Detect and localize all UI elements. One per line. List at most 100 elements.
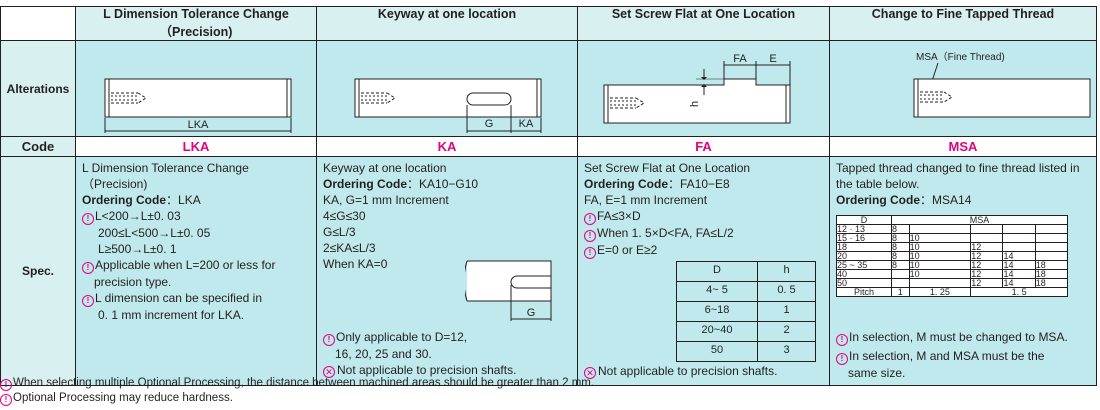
- ka-g-range: 4≤G≤30: [323, 209, 366, 223]
- alteration-lka: LKA: [75, 40, 317, 137]
- msa-ordering-code-label: Ordering Code: [836, 193, 921, 207]
- lka-rule-3: L≥500→L±0. 1: [98, 242, 177, 256]
- msa-cell: [891, 269, 910, 279]
- fa-ordering-code-value: ：FA10−E8: [668, 177, 730, 191]
- code-msa: MSA: [829, 136, 1097, 157]
- alteration-fa: FA E h: [577, 40, 830, 137]
- code-fa: FA: [577, 136, 830, 157]
- note-icon: !: [82, 295, 94, 307]
- header-msa: Change to Fine Tapped Thread: [829, 6, 1097, 41]
- lka-precision: （Precision): [82, 177, 148, 191]
- ka-ka-range: 2≤KA≤L/3: [323, 241, 376, 255]
- note-icon: !: [0, 394, 12, 406]
- header-lka: L Dimension Tolerance Change（Precision): [75, 6, 317, 41]
- ka-ka-label: KA: [519, 118, 534, 130]
- note-icon: !: [323, 334, 335, 346]
- fa-table-cell: 50: [676, 341, 758, 362]
- alteration-ka: G KA: [316, 40, 578, 137]
- footnote-1-text: When selecting multiple Optional Process…: [13, 377, 595, 389]
- note-icon: !: [584, 213, 596, 225]
- ka-ordering-code-value: ：KA10−G10: [407, 177, 479, 191]
- msa-note-2a: In selection, M and MSA must be the: [849, 349, 1045, 363]
- msa-desc-2: the table below.: [836, 177, 920, 191]
- ka-g-label: G: [485, 118, 494, 130]
- msa-cell: 12: [970, 278, 1004, 288]
- msa-pitch-cell: 1: [891, 287, 910, 297]
- msa-cell: [1034, 224, 1069, 234]
- msa-desc-1: Tapped thread changed to fine thread lis…: [836, 161, 1080, 175]
- lka-rule-1: L<200→L±0. 03: [95, 209, 181, 223]
- ka-title: Keyway at one location: [323, 161, 447, 175]
- fa-table-cell: 3: [757, 341, 816, 362]
- note-icon: !: [584, 247, 596, 259]
- ka-g-limit: G≤L/3: [323, 225, 356, 239]
- fa-e-label: E: [769, 53, 776, 65]
- lka-note-1a: Applicable when L=200 or less for: [95, 258, 276, 272]
- fa-note-1: FA≤3×D: [597, 209, 641, 223]
- table-row-pitch: Pitch 1 1. 25 1. 5: [836, 287, 1068, 297]
- fa-table-cell: 0. 5: [757, 281, 816, 302]
- msa-cell: [970, 224, 1004, 234]
- msa-ordering-code-value: ：MSA14: [920, 193, 972, 207]
- ka-zero-diagram: G: [465, 260, 552, 321]
- fa-ordering-code-label: Ordering Code: [584, 177, 669, 191]
- spec-fa: Set Screw Flat at One Location Ordering …: [577, 156, 830, 386]
- ka-ordering-code-label: Ordering Code: [323, 177, 408, 191]
- msa-cell: [1034, 242, 1069, 252]
- ka-increment: KA, G=1 mm Increment: [323, 193, 449, 207]
- msa-shaft-diagram: MSA（Fine Thread): [913, 51, 1091, 118]
- msa-cell: 10: [908, 269, 972, 279]
- prohibited-icon: ✕: [584, 367, 596, 379]
- fa-table-cell: 4~ 5: [676, 281, 758, 302]
- msa-cell: [1002, 233, 1036, 243]
- note-icon: !: [584, 230, 596, 242]
- fa-table-head-d: D: [676, 261, 758, 282]
- msa-cell: 15 · 16: [836, 233, 892, 243]
- lka-note-1b: precision type.: [94, 275, 172, 289]
- ka-zero-g-label: G: [527, 307, 536, 319]
- lka-ordering-code-value: ：LKA: [166, 193, 201, 207]
- lka-note-2b: 0. 1 mm increment for LKA.: [98, 308, 245, 322]
- fa-note-2: When 1. 5×D<FA, FA≤L/2: [597, 226, 734, 240]
- ka-note-1a: Only applicable to D=12,: [336, 330, 468, 344]
- msa-head-msa: MSA: [891, 215, 1068, 225]
- code-lka: LKA: [75, 136, 317, 157]
- fa-note-3: E=0 or E≥2: [597, 243, 658, 257]
- header-blank: [0, 6, 76, 41]
- note-icon: !: [836, 334, 848, 346]
- lka-shaft-diagram: LKA: [104, 78, 292, 133]
- fa-title: Set Screw Flat at One Location: [584, 161, 751, 175]
- msa-pitch-cell: 1. 5: [970, 287, 1068, 297]
- footnote-2: !Optional Processing may reduce hardness…: [0, 391, 233, 406]
- msa-cell: 8: [891, 260, 910, 270]
- prohibited-icon: ✕: [323, 366, 335, 378]
- note-icon: !: [82, 213, 94, 225]
- row-label-code: Code: [0, 136, 76, 157]
- msa-fine-thread-label: MSA（Fine Thread): [916, 51, 1005, 63]
- footnote-2-text: Optional Processing may reduce hardness.: [13, 392, 233, 404]
- alteration-msa: MSA（Fine Thread): [829, 40, 1097, 137]
- fa-table-cell: 6~18: [676, 301, 758, 322]
- row-label-spec: Spec.: [0, 156, 76, 386]
- row-label-alterations: Alterations: [0, 40, 76, 137]
- spec-ka: Keyway at one location Ordering Code：KA1…: [316, 156, 578, 386]
- fa-h-label: h: [689, 101, 701, 107]
- header-ka: Keyway at one location: [316, 6, 578, 41]
- fa-table-cell: 1: [757, 301, 816, 322]
- msa-note-2b: same size.: [848, 366, 906, 380]
- fa-fa-label: FA: [733, 53, 747, 65]
- options-table: L Dimension Tolerance Change（Precision) …: [0, 6, 1097, 386]
- msa-cell: 25 ~ 35: [836, 260, 892, 270]
- msa-note-1: In selection, M must be changed to MSA.: [849, 330, 1068, 344]
- header-fa: Set Screw Flat at One Location: [577, 6, 830, 41]
- note-icon: !: [82, 262, 94, 274]
- msa-cell: [1002, 224, 1036, 234]
- ka-note-1b: 16, 20, 25 and 30.: [335, 347, 432, 361]
- lka-rule-2: 200≤L<500→L±0. 05: [98, 226, 211, 240]
